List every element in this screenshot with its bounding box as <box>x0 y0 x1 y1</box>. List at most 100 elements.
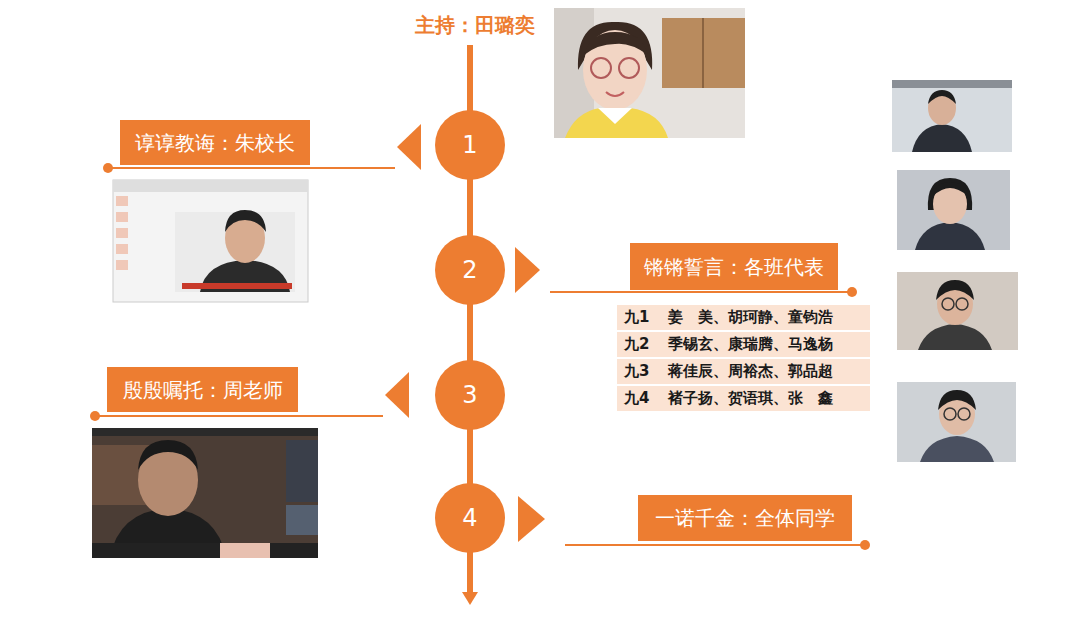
step-title: 谆谆教诲：朱校长 <box>135 131 295 155</box>
leader-line <box>108 167 395 169</box>
student-photo <box>958 408 970 420</box>
table-row-band <box>617 359 870 384</box>
student-photo <box>897 170 1010 250</box>
table-row-band <box>617 386 870 411</box>
step-circle: 2 <box>435 235 505 305</box>
step-title-box: 谆谆教诲：朱校长 <box>120 120 310 165</box>
host-photo <box>583 30 647 110</box>
host-photo <box>584 32 648 55</box>
student-photo <box>920 436 994 462</box>
teacher-photo <box>286 440 318 502</box>
pointer-triangle <box>385 124 545 542</box>
timeline-segment <box>467 304 473 361</box>
table-cell: 九4 <box>624 386 649 411</box>
table-cell: 九2 <box>624 332 649 357</box>
teacher-photo <box>92 428 318 558</box>
leader-line <box>90 411 100 421</box>
timeline-axis <box>467 551 473 594</box>
principal-photo <box>116 228 128 238</box>
leader-line <box>95 415 383 417</box>
table-cell: 季锡玄、康瑞腾、马逸杨 <box>668 332 833 357</box>
step-title: 锵锵誓言：各班代表 <box>644 255 824 279</box>
principal-photo <box>116 244 128 254</box>
pointer-triangle <box>397 124 421 170</box>
student-photo <box>897 382 1016 462</box>
principal-photo <box>113 180 308 302</box>
pointer-triangle <box>385 372 409 418</box>
host-photo <box>619 58 639 78</box>
step-title: 一诺千金：全体同学 <box>655 506 835 530</box>
step-title-box: 殷殷嘱托：周老师 <box>107 367 298 412</box>
circle-fill <box>435 360 505 430</box>
step-circle: 3 <box>435 360 505 430</box>
step-number: 4 <box>462 504 477 532</box>
table-cell: 蒋佳辰、周裕杰、郭品超 <box>668 359 833 384</box>
pointer-triangle <box>515 247 540 293</box>
teacher-photo <box>92 428 318 558</box>
host-photo <box>554 8 745 138</box>
host-photo <box>702 18 704 88</box>
student-photo <box>936 280 974 300</box>
host-label: 主持：田璐奕 <box>415 12 535 38</box>
timeline-axis <box>467 45 473 112</box>
student-photo <box>942 298 954 310</box>
step-number: 1 <box>462 131 477 159</box>
principal-photo <box>113 180 308 302</box>
student-photo <box>915 222 985 250</box>
table-row-band <box>617 305 870 411</box>
leader-line <box>860 540 870 550</box>
student-photo <box>912 124 972 152</box>
timeline-axis <box>462 592 478 605</box>
host-photo <box>598 108 632 124</box>
step-circle: 4 <box>435 483 505 553</box>
circle-fill <box>435 110 505 180</box>
table-row-band <box>617 305 870 330</box>
teacher-photo <box>92 543 318 558</box>
table-cell: 九3 <box>624 359 649 384</box>
teacher-photo <box>286 505 318 535</box>
student-photo <box>928 91 956 125</box>
host-photo <box>565 108 668 138</box>
step-circle: 1 <box>435 110 505 180</box>
student-photo <box>928 90 956 104</box>
host-photo <box>591 58 611 78</box>
principal-photo <box>113 180 308 192</box>
leader-line <box>565 544 865 546</box>
leader-line <box>550 291 852 293</box>
student-photo <box>892 80 1012 152</box>
host-photo <box>662 18 745 88</box>
student-photo <box>892 80 1018 462</box>
principal-photo <box>116 196 128 206</box>
circle-fill <box>435 235 505 305</box>
table-row-band <box>617 332 870 357</box>
teacher-photo <box>138 440 198 470</box>
leader-line <box>103 163 113 173</box>
step-title-box: 锵锵誓言：各班代表 <box>630 243 838 290</box>
principal-photo <box>182 283 292 289</box>
host-photo <box>606 92 624 96</box>
step-number: 2 <box>462 256 477 284</box>
pointer-triangle <box>518 496 545 542</box>
circle-fill <box>435 483 505 553</box>
student-photo <box>956 298 968 310</box>
principal-photo <box>116 212 128 222</box>
principal-photo <box>225 210 266 232</box>
step-number: 3 <box>462 381 477 409</box>
student-photo <box>938 390 976 410</box>
timeline-segment <box>467 179 473 236</box>
table-cell: 九1 <box>624 305 649 330</box>
leader-line <box>847 287 857 297</box>
timeline-segment <box>467 429 473 484</box>
host-photo <box>554 8 745 138</box>
student-photo <box>933 182 968 196</box>
principal-photo <box>116 260 128 270</box>
teacher-photo <box>92 428 318 436</box>
table-cell: 褚子扬、贺语琪、张 鑫 <box>668 386 833 411</box>
teacher-photo <box>220 543 270 558</box>
student-photo <box>944 408 956 420</box>
